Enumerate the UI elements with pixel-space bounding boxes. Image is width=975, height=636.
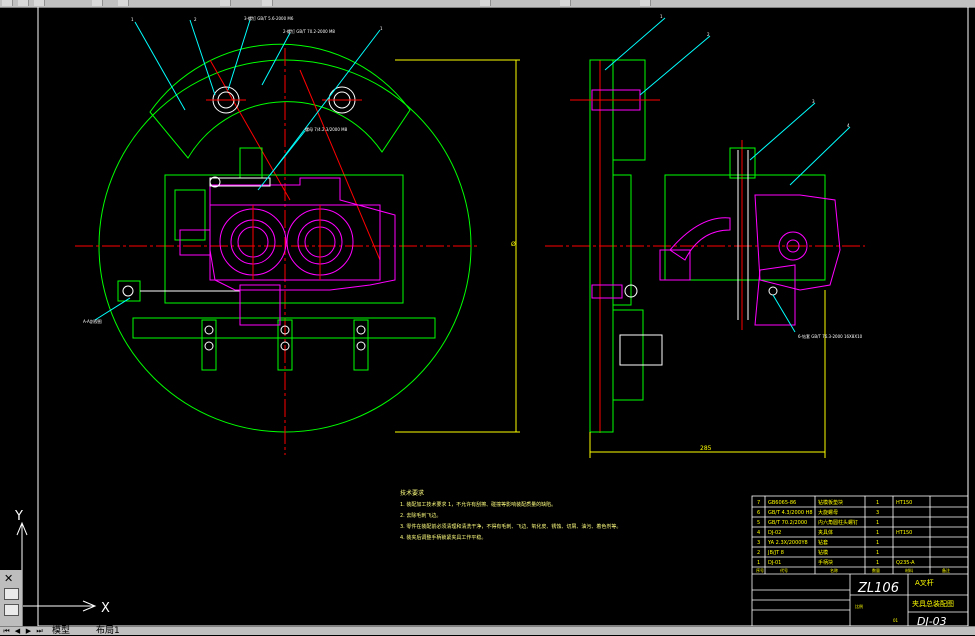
note-line: 3. 零件在装配前必须清理和清洗干净，不得有毛刺、飞边、氧化皮、锈蚀、切屑、油污… (400, 523, 621, 530)
layout-tab-bar: ⏮ ◀ ▶ ⏭ 模型 布局1 (0, 626, 975, 636)
callout-label: 2 (707, 32, 710, 37)
callout-labels: 1 2 3-螺钉 GB/T 5.6-2000 M6 2-螺钉 GB/T 70.2… (83, 14, 863, 339)
layers-icon[interactable] (4, 604, 19, 616)
drawing-canvas[interactable]: Ø (0, 7, 975, 627)
bom-name: 钻模 (818, 549, 828, 556)
sheet-label: 01 (893, 618, 899, 623)
technical-notes: 技术要求 1. 装配加工技术要求 1，不允许有刮擦、碰撞等影响装配质量的缺陷。 … (400, 489, 621, 541)
toolbar-button[interactable] (220, 0, 231, 6)
drawing-number: DJ-03 (917, 615, 947, 627)
toolbar-button[interactable] (480, 0, 491, 6)
bom-name: 大旋螺母 (818, 509, 838, 516)
toolbar-button[interactable] (560, 0, 571, 6)
toolbar (0, 0, 975, 8)
ucs-y-label: Y (14, 509, 23, 524)
ucs-icon (16, 521, 97, 612)
bom-no: 7 (757, 500, 760, 506)
bom-code: GB6065-86 (768, 500, 796, 506)
bom-qty: 1 (876, 560, 879, 566)
tab-model[interactable]: 模型 (52, 626, 71, 636)
bom-header: 名称 (830, 567, 838, 573)
dimension-height: Ø (511, 241, 516, 248)
bom-no: 5 (757, 520, 760, 526)
title-block-text: ZL106 A叉杆 夹具总装配图 DJ-03 比例 01 (855, 578, 954, 627)
bom-header: 代号 (780, 567, 788, 573)
title-block (751, 495, 969, 627)
front-view: Ø (75, 19, 520, 455)
product-code: ZL106 (857, 581, 899, 596)
prev-tab-icon[interactable]: ◀ (14, 627, 21, 635)
ucs-x-label: X (101, 601, 110, 616)
bom-name: 内六角圆柱头螺钉 (818, 519, 858, 526)
drawing-name: 夹具总装配图 (912, 599, 954, 608)
callout-label: 6-钻套 GB/T 76.3-2000 16X8X10 (798, 333, 863, 339)
callout-label: 2 (194, 17, 197, 22)
bom-no: 4 (757, 530, 760, 536)
next-tab-icon[interactable]: ▶ (25, 627, 32, 635)
bom-material: HT150 (896, 500, 912, 506)
callout-label: 3-螺钉 GB/T 5.6-2000 M6 (244, 15, 294, 21)
callout-label: 4 (847, 123, 850, 128)
toolbar-button[interactable] (640, 0, 651, 6)
bom-qty: 1 (876, 540, 879, 546)
close-icon[interactable]: ✕ (4, 572, 14, 585)
bom-qty: 1 (876, 520, 879, 526)
bom-name: 钻套 (818, 539, 828, 546)
callout-label: 1 (380, 26, 383, 31)
toolbar-button[interactable] (262, 0, 273, 6)
callout-label: 2-螺钉 GB/T 70.2-2000 M8 (283, 28, 335, 34)
last-tab-icon[interactable]: ⏭ (36, 627, 43, 635)
bom-name: 手柄块 (818, 559, 833, 566)
bom-header: 备注 (942, 567, 950, 573)
dimension-width: 285 (700, 445, 712, 452)
callout-label: A-A剖视图 (83, 318, 102, 324)
tab-layout1[interactable]: 布局1 (96, 626, 120, 636)
note-line: 2. 去除毛刺飞边。 (400, 512, 441, 519)
bom-no: 3 (757, 540, 760, 546)
tool-palette: ✕ (0, 570, 23, 626)
bom-code: DJ-01 (768, 560, 781, 566)
bom-code: GB/T 70.2/2000 (768, 520, 807, 526)
note-line: 4. 装夹后调整手柄锁紧夹具工作平稳。 (400, 534, 486, 541)
bom-material: Q235-A (896, 560, 915, 566)
toolbar-button[interactable] (118, 0, 129, 6)
properties-icon[interactable] (4, 588, 19, 600)
bom-header: 材料 (905, 567, 913, 573)
bom-no: 2 (757, 550, 760, 556)
bom-qty: 3 (876, 510, 879, 516)
side-view: 285 (545, 17, 865, 458)
part-name: A叉杆 (915, 578, 934, 587)
toolbar-button[interactable] (18, 0, 29, 6)
callout-label: 3 (812, 99, 815, 104)
first-tab-icon[interactable]: ⏮ (3, 627, 10, 635)
bom-table: 7 GB6065-86 钻模板垫块 1 HT150 6 GB/T 4.3/200… (756, 499, 950, 573)
bom-qty: 1 (876, 500, 879, 506)
bom-name: 钻模板垫块 (818, 499, 843, 506)
bom-code: JB/JT 8 (767, 550, 784, 556)
toolbar-button[interactable] (2, 0, 13, 6)
bom-no: 1 (757, 560, 760, 566)
bom-qty: 1 (876, 530, 879, 536)
callout-label: 螺母 7/4.2.3/2000 M8 (305, 126, 348, 132)
bom-qty: 1 (876, 550, 879, 556)
toolbar-button[interactable] (34, 0, 45, 6)
bom-code: GB/T 4.3/2000 H8 (768, 510, 813, 516)
note-line: 1. 装配加工技术要求 1，不允许有刮擦、碰撞等影响装配质量的缺陷。 (400, 501, 556, 508)
bom-code: YA 2.3X/2000Y8 (767, 540, 808, 546)
bom-name: 夹具体 (818, 529, 833, 536)
scale-label: 比例 (855, 603, 863, 609)
toolbar-button[interactable] (92, 0, 103, 6)
callout-label: 1 (660, 14, 663, 19)
bom-header: 序号 (756, 567, 764, 573)
bom-code: DJ-02 (768, 530, 781, 536)
bom-material: HT150 (896, 530, 912, 536)
callout-label: 1 (131, 17, 134, 22)
bom-no: 6 (757, 510, 760, 516)
notes-title: 技术要求 (400, 489, 424, 497)
bom-header: 数量 (872, 567, 880, 573)
